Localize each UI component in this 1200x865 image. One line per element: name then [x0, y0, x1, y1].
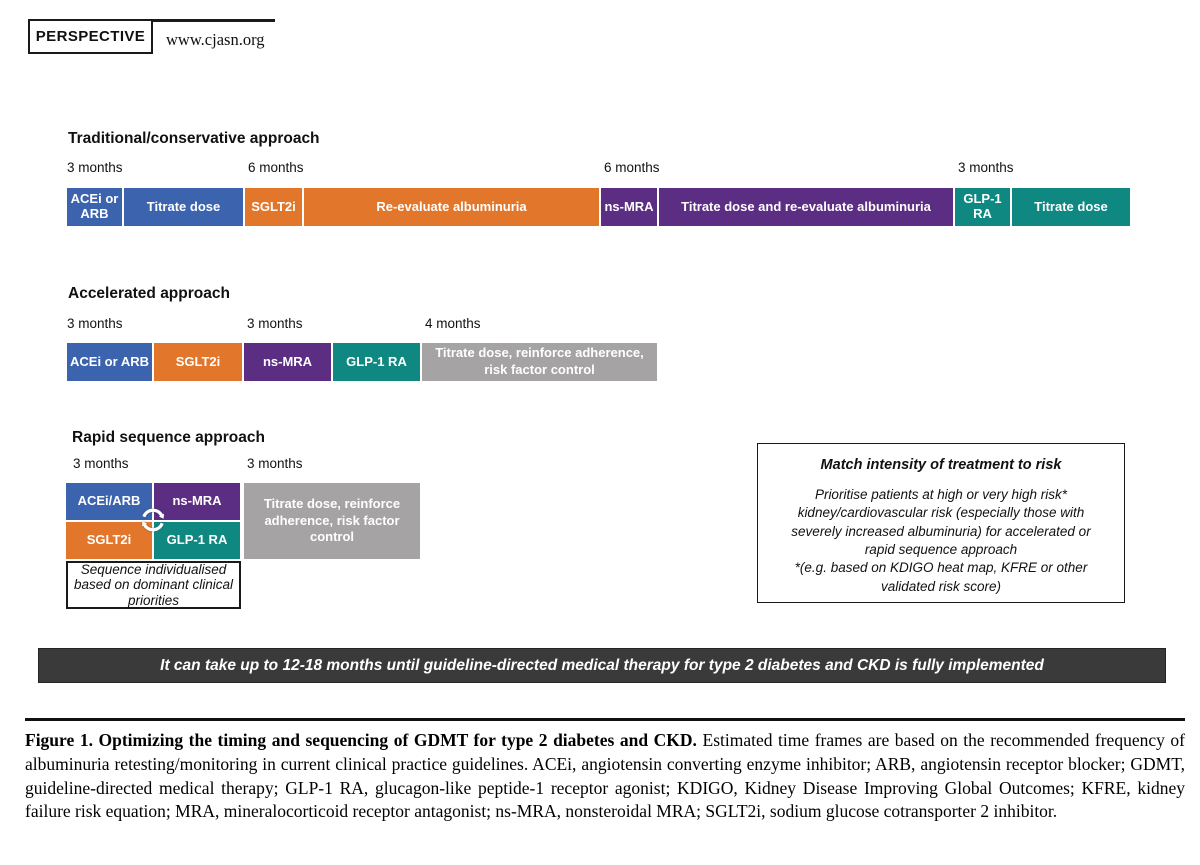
figure-caption: Figure 1. Optimizing the timing and sequ…	[25, 729, 1185, 824]
risk-box: Match intensity of treatment to risk Pri…	[757, 443, 1125, 603]
block-glp1-ra: GLP-1 RA	[333, 343, 420, 381]
journal-url: www.cjasn.org	[166, 30, 265, 49]
header-rule	[153, 19, 275, 22]
duration-label: 3 months	[67, 316, 123, 331]
block-reevaluate-albuminuria: Re-evaluate albuminuria	[304, 188, 599, 226]
caption-rule	[25, 718, 1185, 721]
caption-body: Estimated time frames are based on the r…	[25, 730, 1185, 822]
duration-label: 6 months	[604, 160, 660, 175]
risk-box-title: Match intensity of treatment to risk	[820, 457, 1062, 473]
block-titrate-dose: Titrate dose	[1012, 188, 1130, 226]
duration-label: 4 months	[425, 316, 481, 331]
block-sglt2i: SGLT2i	[154, 343, 242, 381]
block-ns-mra: ns-MRA	[154, 483, 240, 520]
section-title-rapid: Rapid sequence approach	[72, 429, 265, 446]
duration-label: 3 months	[958, 160, 1014, 175]
sequence-note-box: Sequence individualised based on dominan…	[66, 561, 241, 609]
banner-text: It can take up to 12-18 months until gui…	[160, 656, 1044, 674]
duration-label: 3 months	[247, 316, 303, 331]
duration-label: 3 months	[67, 160, 123, 175]
block-titrate-dose: Titrate dose	[124, 188, 243, 226]
risk-box-body: Prioritise patients at high or very high…	[791, 487, 1091, 594]
block-ns-mra: ns-MRA	[601, 188, 657, 226]
caption-lead: Figure 1. Optimizing the timing and sequ…	[25, 730, 697, 750]
block-titrate-reevaluate: Titrate dose and re-evaluate albuminuria	[659, 188, 953, 226]
duration-label: 3 months	[247, 456, 303, 471]
section-title-traditional: Traditional/conservative approach	[68, 130, 320, 147]
cycle-arrows-icon	[141, 508, 165, 532]
block-ns-mra: ns-MRA	[244, 343, 331, 381]
timeline-banner: It can take up to 12-18 months until gui…	[38, 648, 1166, 683]
block-acei-or-arb: ACEi or ARB	[67, 343, 152, 381]
block-glp1-ra: GLP-1 RA	[955, 188, 1010, 226]
journal-category-label: PERSPECTIVE	[35, 28, 146, 45]
block-titrate-reinforce: Titrate dose, reinforce adherence, risk …	[244, 483, 420, 559]
block-titrate-reinforce: Titrate dose, reinforce adherence, risk …	[422, 343, 657, 381]
block-sglt2i: SGLT2i	[245, 188, 302, 226]
section-title-accelerated: Accelerated approach	[68, 285, 230, 302]
block-acei-or-arb: ACEi or ARB	[67, 188, 122, 226]
block-sglt2i: SGLT2i	[66, 522, 152, 559]
block-acei-arb: ACEi/ARB	[66, 483, 152, 520]
duration-label: 3 months	[73, 456, 129, 471]
journal-category-box: PERSPECTIVE	[28, 19, 153, 54]
block-glp1-ra: GLP-1 RA	[154, 522, 240, 559]
duration-label: 6 months	[248, 160, 304, 175]
